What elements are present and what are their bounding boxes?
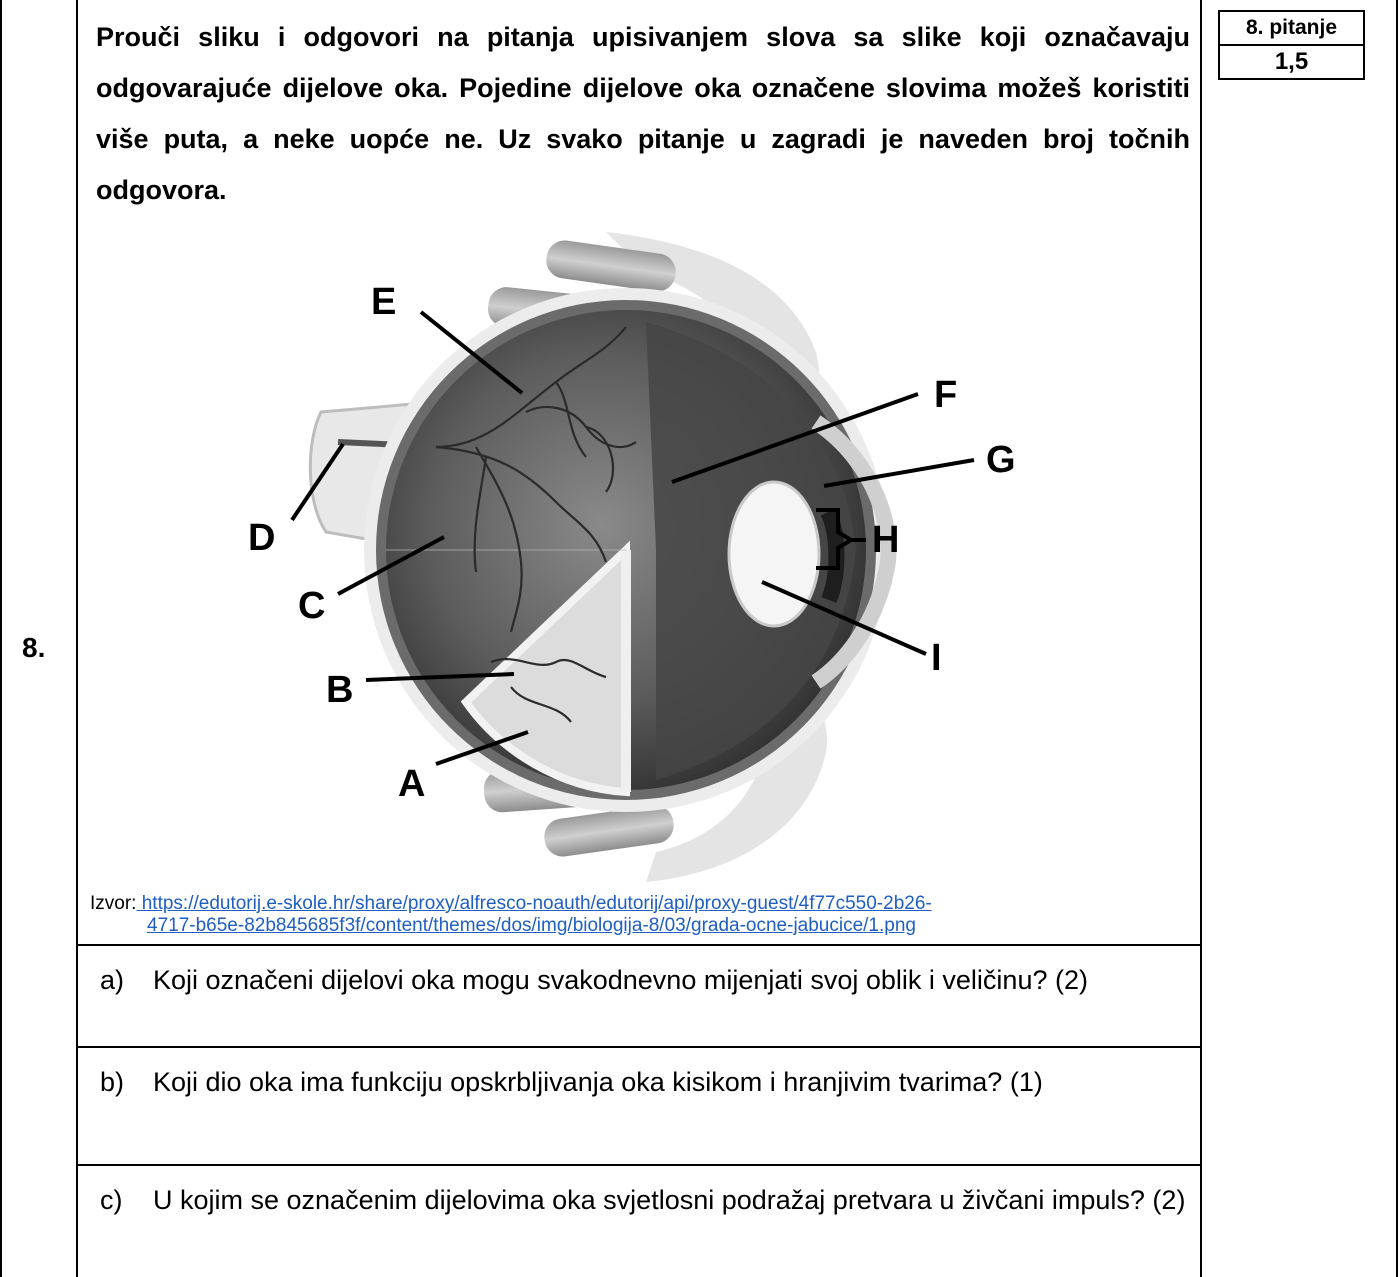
question-instructions: Prouči sliku i odgovori na pitanja upisi… bbox=[96, 12, 1190, 216]
table-column-divider bbox=[76, 0, 78, 1277]
eye-diagram: E F G D H C I B A bbox=[226, 232, 1086, 892]
label-e: E bbox=[371, 281, 396, 323]
question-b: b) Koji dio oka ima funkciju opskrbljiva… bbox=[100, 1060, 1190, 1104]
label-a: A bbox=[398, 763, 425, 805]
question-b-text: Koji dio oka ima funkciju opskrbljivanja… bbox=[153, 1060, 1190, 1104]
source-url-line1: https://edutorij.e-skole.hr/share/proxy/… bbox=[136, 893, 931, 914]
row-divider-a bbox=[76, 1046, 1202, 1048]
question-a-letter: a) bbox=[100, 958, 124, 1002]
table-right-border bbox=[1396, 0, 1398, 1277]
source-link[interactable]: https://edutorij.e-skole.hr/share/proxy/… bbox=[90, 893, 1180, 937]
source-prefix: Izvor: bbox=[90, 893, 136, 914]
label-i: I bbox=[931, 637, 942, 679]
label-g: G bbox=[986, 439, 1016, 481]
image-source: Izvor: https://edutorij.e-skole.hr/share… bbox=[90, 893, 1180, 937]
label-c: C bbox=[298, 585, 325, 627]
label-d: D bbox=[248, 517, 275, 559]
points-label: 8. pitanje bbox=[1220, 12, 1363, 46]
label-b: B bbox=[326, 669, 353, 711]
points-value: 1,5 bbox=[1220, 46, 1363, 78]
row-divider-source bbox=[76, 944, 1202, 946]
table-left-border bbox=[0, 0, 2, 1277]
row-divider-b bbox=[76, 1164, 1202, 1166]
question-a-text: Koji označeni dijelovi oka mogu svakodne… bbox=[153, 958, 1190, 1002]
points-box: 8. pitanje 1,5 bbox=[1218, 10, 1365, 80]
label-f: F bbox=[934, 374, 957, 416]
question-a: a) Koji označeni dijelovi oka mogu svako… bbox=[100, 958, 1190, 1002]
label-h: H bbox=[872, 519, 899, 561]
question-c-letter: c) bbox=[100, 1178, 123, 1222]
question-c-text: U kojim se označenim dijelovima oka svje… bbox=[153, 1178, 1190, 1222]
source-url-line2: 4717-b65e-82b845685f3f/content/themes/do… bbox=[90, 915, 1180, 937]
question-b-letter: b) bbox=[100, 1060, 124, 1104]
question-c: c) U kojim se označenim dijelovima oka s… bbox=[100, 1178, 1190, 1222]
question-number: 8. bbox=[22, 632, 45, 664]
table-points-divider bbox=[1200, 0, 1202, 1277]
